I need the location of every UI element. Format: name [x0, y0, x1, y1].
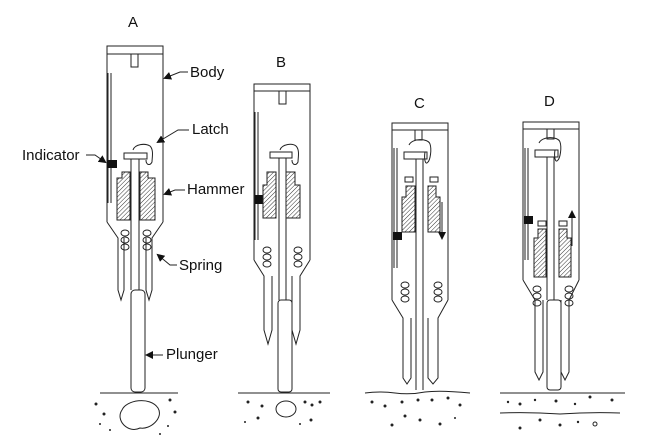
label-plunger: Plunger [166, 346, 218, 363]
plunger [546, 299, 562, 391]
hammer-right [139, 171, 156, 221]
indicator-block [524, 216, 533, 224]
latch-plate [123, 152, 148, 160]
hammer-left [116, 171, 131, 221]
panel-c: C [364, 95, 471, 427]
hammer-right [558, 228, 572, 278]
label-body: Body [190, 64, 225, 81]
body-slot [130, 53, 139, 68]
label-indicator: Indicator [22, 147, 80, 164]
latch-hook [132, 143, 153, 165]
indicator-block [393, 232, 402, 240]
spring-right [142, 229, 152, 251]
panel-d: D [499, 93, 625, 430]
panel-a: A [22, 14, 245, 435]
indicator-block [255, 195, 265, 204]
pebble [119, 400, 160, 430]
panel-title-d: D [544, 93, 555, 110]
spring-left [120, 229, 130, 251]
label-hammer: Hammer [187, 181, 245, 198]
hammer-left [533, 228, 547, 278]
hammer-left [262, 171, 277, 219]
plunger [277, 299, 293, 393]
panel-title-a: A [128, 14, 138, 31]
label-spring: Spring [179, 257, 222, 274]
body-cap [106, 45, 164, 55]
panel-title-b: B [276, 54, 286, 71]
hammer-right [427, 185, 441, 233]
panel-b: B [238, 54, 330, 425]
label-latch: Latch [192, 121, 229, 138]
panel-title-c: C [414, 95, 425, 112]
indicator-block [107, 160, 117, 168]
pebble [275, 400, 297, 418]
hammer-right [285, 171, 301, 219]
hammer-left [401, 185, 416, 233]
plunger [130, 289, 146, 393]
